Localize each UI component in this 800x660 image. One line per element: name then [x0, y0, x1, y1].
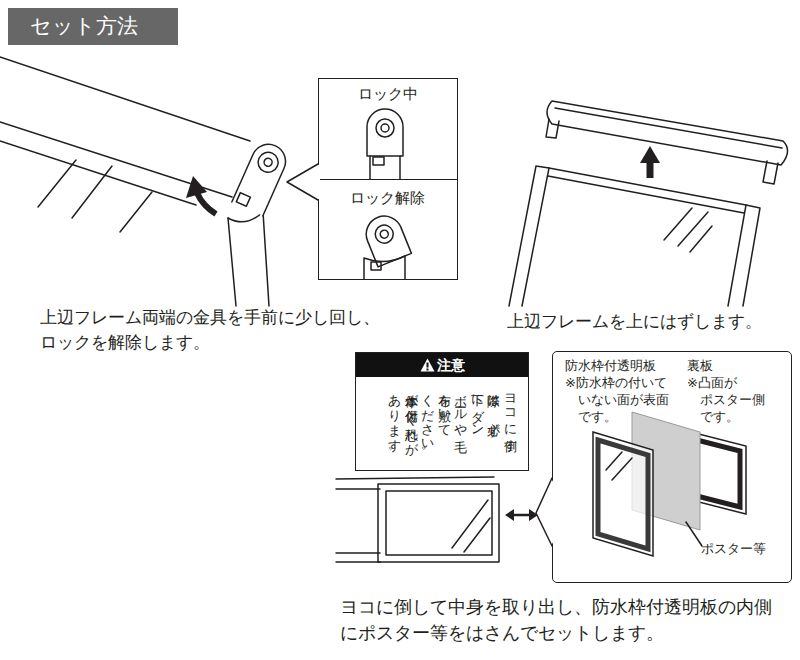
- part-name: 裏板: [687, 357, 747, 374]
- bar-tab: [546, 119, 559, 138]
- frame-corner-illustration: [0, 57, 291, 306]
- lock-state-panel: ロック中: [318, 78, 458, 180]
- fitting-bolt: [373, 222, 396, 245]
- glass-line: [72, 166, 112, 218]
- part-name: 防水枠付透明板: [565, 357, 685, 374]
- fitting-tab: [236, 193, 250, 207]
- frame-top: [548, 168, 746, 213]
- post-edge: [364, 256, 405, 279]
- state-label: ロック解除: [319, 188, 456, 208]
- part-name: ポスター等: [701, 540, 791, 557]
- bar-edge: [0, 122, 232, 197]
- warning-mark: [426, 369, 428, 371]
- glass-line: [120, 192, 152, 232]
- fitting-body: [232, 139, 291, 216]
- post-edge: [263, 212, 269, 306]
- glass-line: [38, 160, 76, 207]
- leader-line: [686, 522, 702, 546]
- fitting-notch: [373, 157, 384, 165]
- fitting-head: [367, 109, 403, 156]
- glass-line: [664, 208, 712, 252]
- double-arrow-head: [529, 509, 538, 521]
- double-arrow: [512, 514, 531, 517]
- bar-tab: [763, 161, 778, 184]
- waterproof-frame: [598, 440, 648, 549]
- lying-frame-illustration: [336, 477, 538, 562]
- caution-header-band: 注意: [356, 353, 528, 377]
- fitting-unlocked: [361, 211, 412, 267]
- callout-pointer-fill: [287, 164, 320, 200]
- part-note: ※防水枠の付いて いない面が表面 です。: [565, 374, 677, 425]
- warning-icon: [420, 358, 435, 372]
- top-bar: [547, 101, 788, 165]
- glass-line: [452, 500, 490, 552]
- title-text: セット方法: [30, 8, 138, 45]
- instruction-text: ヨコに倒して中身を取り出し、防水枠付透明板の内側 にポスター等をはさんでセットし…: [340, 594, 795, 646]
- clear-plate: [593, 432, 653, 556]
- warning-triangle: [420, 359, 434, 372]
- lock-fitting: [232, 139, 291, 216]
- bar-highlight: [555, 108, 782, 148]
- frame-rail: [509, 166, 549, 306]
- rotate-arrow-head: [186, 176, 207, 198]
- frame-outer: [378, 484, 499, 562]
- rotate-arrow: [197, 193, 216, 214]
- post-edge: [228, 218, 236, 306]
- caution-heading: 注意: [437, 353, 465, 377]
- fitting-bolt: [376, 119, 394, 137]
- parts-illustration: [593, 412, 746, 556]
- part-note: ※凸面が ポスター側 です。: [687, 374, 773, 425]
- callout-pointer: [287, 164, 318, 200]
- panel-edge: [0, 141, 196, 205]
- caution-text: ヨコに倒す 際は、必ず 下にダン ボールや毛 布を敷いて ください。 本体が傷付…: [386, 385, 518, 457]
- fitting-bolt: [255, 149, 281, 175]
- fitting-head: [361, 211, 412, 267]
- glass-line: [606, 452, 632, 480]
- caution-box: 注意ヨコに倒す 際は、必ず 下にダン ボールや毛 布を敷いて ください。 本体が…: [355, 352, 529, 471]
- frame-rail: [728, 205, 760, 306]
- post-edge: [370, 156, 400, 179]
- lock-state-panel: ロック解除: [318, 179, 458, 280]
- callout-pointer: [536, 478, 552, 546]
- fitting-bolt: [379, 229, 389, 239]
- parts-callout: 防水枠付透明板※防水枠の付いて いない面が表面 です。裏板※凸面が ポスター側 …: [552, 351, 792, 583]
- title-band: セット方法: [8, 8, 178, 45]
- fitting-bolt: [263, 157, 274, 168]
- stand-edge: [336, 477, 494, 562]
- up-arrow-head: [640, 146, 660, 163]
- warning-mark: [426, 363, 428, 368]
- frame-inner: [386, 491, 492, 555]
- fitting-notch: [371, 262, 381, 270]
- fitting-bolt: [381, 124, 389, 132]
- bar-edge: [0, 57, 250, 141]
- state-label: ロック中: [319, 84, 456, 104]
- double-arrow-head: [505, 509, 514, 521]
- instruction-text: 上辺フレームを上にはずします。: [507, 309, 797, 334]
- instruction-text: 上辺フレーム両端の金具を手前に少し回し、 ロックを解除します。: [40, 305, 412, 355]
- remove-bar-illustration: [509, 101, 788, 306]
